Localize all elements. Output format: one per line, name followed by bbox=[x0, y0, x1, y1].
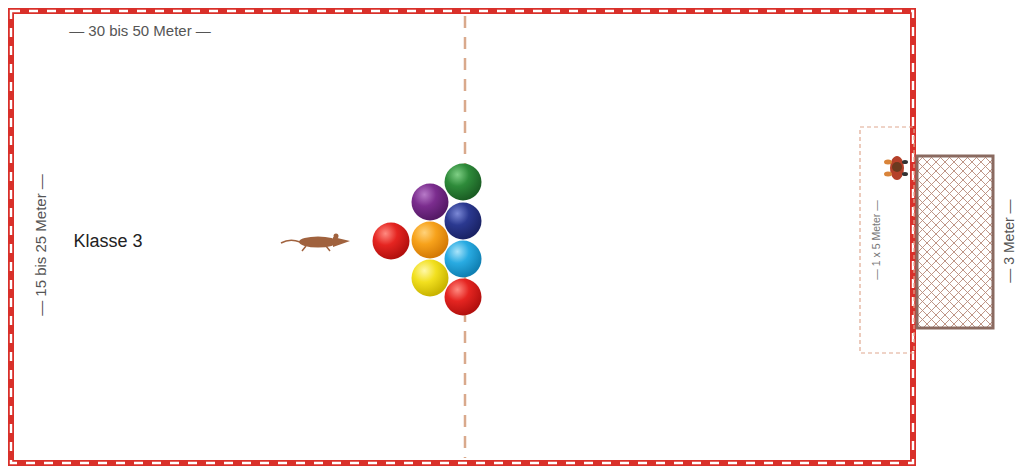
ball bbox=[412, 260, 449, 297]
ball bbox=[445, 164, 482, 201]
dimension-label-holder: — 3 Meter — bbox=[1000, 199, 1018, 282]
ball bbox=[373, 223, 410, 260]
ball bbox=[445, 241, 482, 278]
dimension-label-holder: — 15 bis 25 Meter — bbox=[32, 174, 50, 316]
class-label: Klasse 3 bbox=[73, 232, 142, 252]
ball bbox=[412, 184, 449, 221]
dimension-label: — 3 Meter — bbox=[1002, 199, 1017, 282]
dimension-label: — 30 bis 50 Meter — bbox=[69, 23, 211, 40]
field-border bbox=[11, 11, 913, 463]
goal-net bbox=[917, 156, 993, 328]
balls bbox=[373, 164, 482, 316]
ball bbox=[445, 203, 482, 240]
dimension-label-holder: — 1 x 5 Meter — bbox=[866, 200, 884, 279]
dimension-label-holder: — 30 bis 50 Meter — bbox=[69, 22, 211, 40]
goalkeeper-figure bbox=[884, 156, 908, 180]
ball bbox=[412, 222, 449, 259]
class-label-holder: Klasse 3 bbox=[73, 232, 142, 252]
goal-area bbox=[860, 127, 914, 353]
mouse-figure bbox=[281, 234, 350, 252]
dimension-label: — 1 x 5 Meter — bbox=[871, 200, 883, 279]
ball bbox=[445, 279, 482, 316]
field-border-dashes bbox=[11, 11, 913, 463]
dimension-label: — 15 bis 25 Meter — bbox=[33, 174, 50, 316]
